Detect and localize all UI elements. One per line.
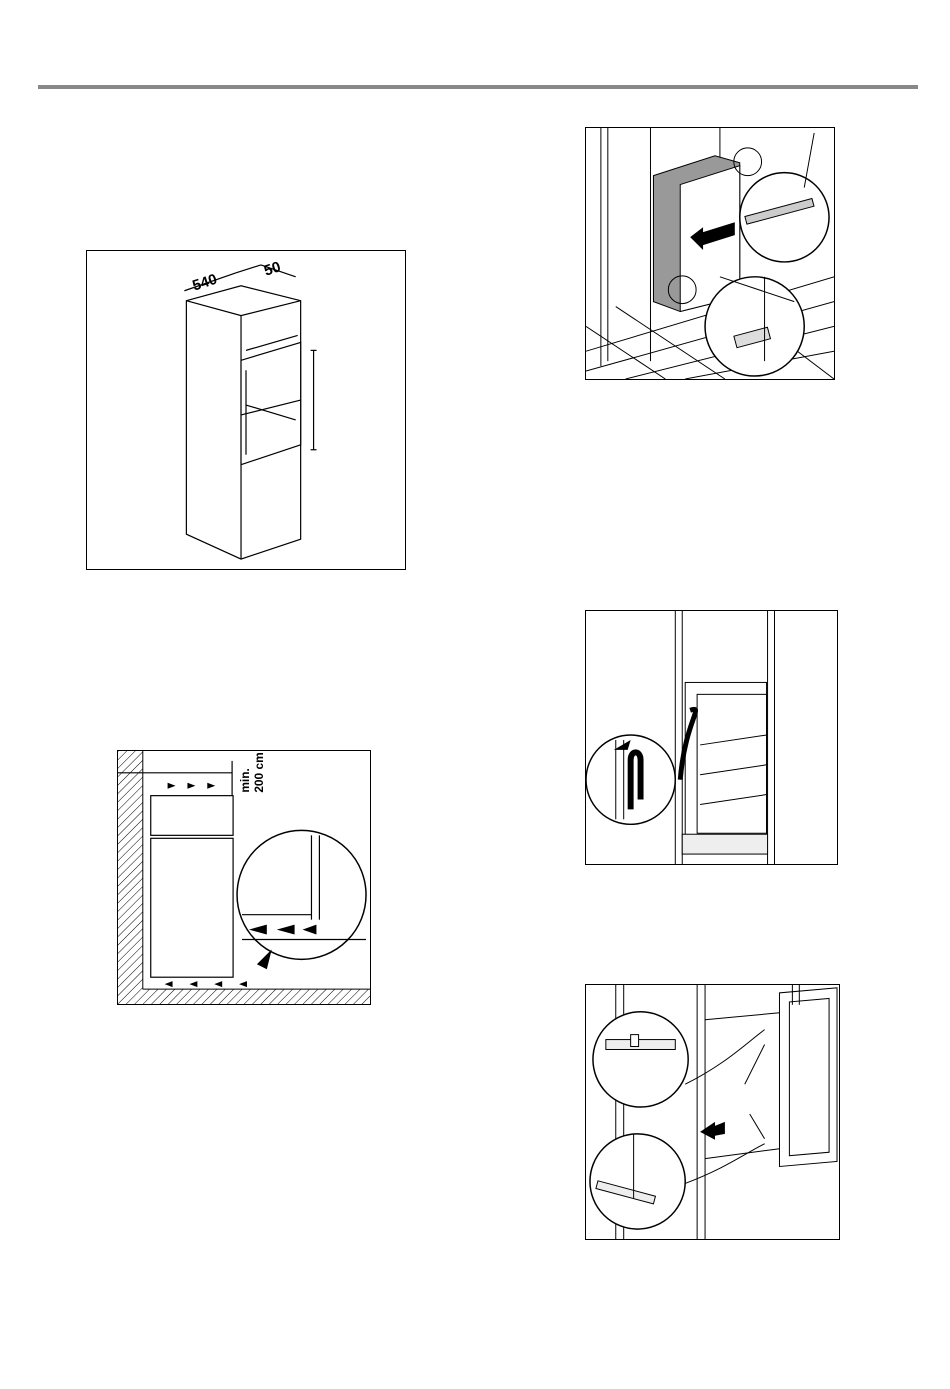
insert-drawing [586, 128, 834, 379]
ventilation-height-label: 200 cm [252, 752, 266, 792]
figure-niche-dimensions: 540 50 [86, 250, 406, 570]
figure-ventilation: min. 200 cm [117, 750, 371, 1005]
figure-door-fixing [585, 984, 840, 1240]
figure-insert-appliance [585, 127, 835, 380]
ventilation-min-label: min. [238, 768, 252, 792]
niche-drawing: 540 50 [87, 251, 405, 569]
figure-hinge-cover [585, 610, 838, 865]
hinge-cover-drawing [586, 611, 837, 864]
door-fixing-drawing [586, 985, 839, 1239]
width-dimension-label: 540 [191, 272, 220, 295]
header-rule [38, 85, 918, 89]
ventilation-drawing: min. 200 cm [118, 751, 370, 1004]
depth-dimension-label: 50 [262, 259, 283, 279]
